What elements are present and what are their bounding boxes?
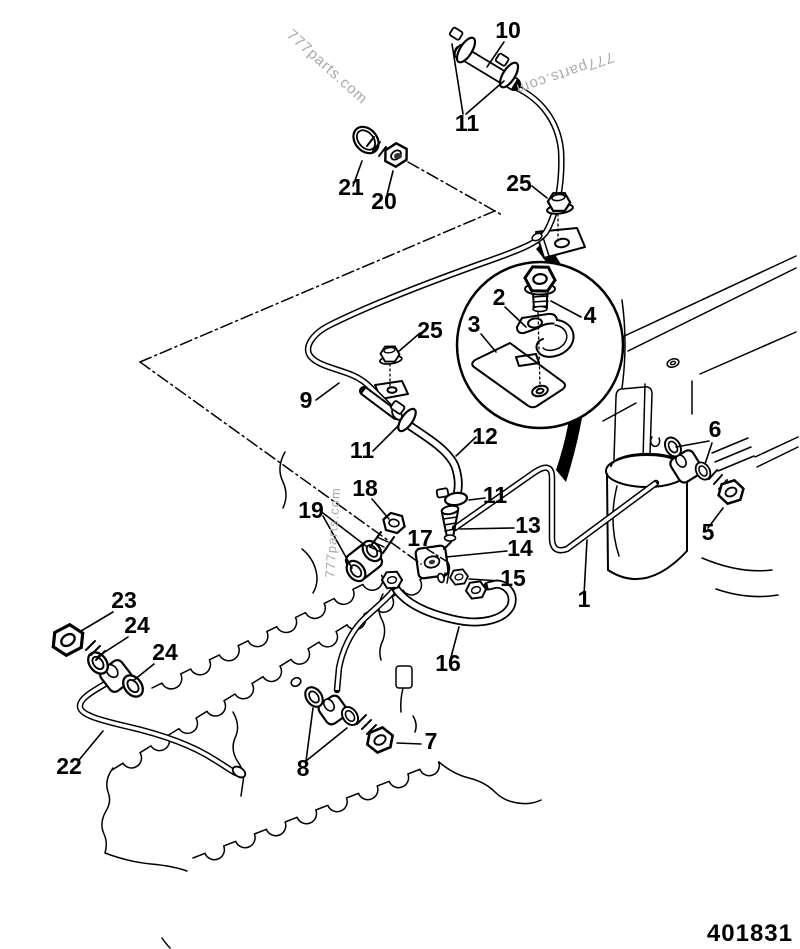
construction-lines <box>139 161 559 565</box>
left-banjo-assembly <box>45 617 149 702</box>
washer-21 <box>352 125 380 155</box>
nipple-13 <box>440 504 460 542</box>
banjo-bolt-5 <box>708 469 749 509</box>
pipe-tee-to-banjo <box>333 582 401 694</box>
callout-17: 17 <box>407 525 433 551</box>
callout-numbers: 10 11 21 20 25 25 9 2 3 4 12 11 11 18 19… <box>56 17 721 781</box>
callout-11-mid-right: 11 <box>483 482 508 508</box>
callout-14: 14 <box>507 535 533 561</box>
callout-18: 18 <box>352 475 378 501</box>
nut-25-mid <box>376 343 404 367</box>
callout-1: 1 <box>578 586 591 612</box>
callout-11-mid-left: 11 <box>350 437 375 463</box>
leader-17 <box>426 548 447 562</box>
centerline-connector-20 <box>407 161 503 216</box>
callout-19: 19 <box>298 497 324 523</box>
pipe-1 <box>451 464 660 554</box>
centerline-upper <box>139 209 498 363</box>
pipe-9 <box>304 84 565 421</box>
callout-9: 9 <box>300 387 313 413</box>
callout-23: 23 <box>111 587 137 613</box>
callout-12: 12 <box>472 423 498 449</box>
watermark-center-vertical: 777parts.com <box>322 487 343 579</box>
callout-25-top: 25 <box>506 170 532 196</box>
callout-2: 2 <box>493 284 506 310</box>
clamp-2 <box>516 312 575 358</box>
hose-clamp-11-mid <box>390 400 417 433</box>
banjo-bolt-7 <box>356 714 399 758</box>
connector-20 <box>366 136 414 172</box>
pipe-brackets <box>374 227 586 400</box>
callout-24-upper: 24 <box>124 612 150 638</box>
hose-16-nut <box>463 578 489 602</box>
callout-24-lower: 24 <box>152 639 178 665</box>
pipe-22 <box>76 676 247 779</box>
callout-22: 22 <box>56 753 82 779</box>
bolt-4 <box>522 263 558 313</box>
inset-centerline <box>537 311 541 387</box>
callout-8: 8 <box>297 755 310 781</box>
callout-3: 3 <box>468 311 481 337</box>
hose-16 <box>391 579 517 627</box>
callout-15: 15 <box>500 565 526 591</box>
callout-20: 20 <box>371 188 397 214</box>
callout-5: 5 <box>702 519 715 545</box>
callout-7: 7 <box>425 728 438 754</box>
nut-25-top <box>543 189 575 217</box>
callout-13: 13 <box>515 512 541 538</box>
callout-25-mid: 25 <box>417 317 443 343</box>
plug-15 <box>437 566 471 588</box>
hose-clamp-11-lower <box>435 487 469 507</box>
figure-part-number: 401831 <box>707 920 793 947</box>
centerline-lower <box>139 361 422 565</box>
lower-banjo-assembly <box>290 676 399 758</box>
fittings <box>45 26 749 758</box>
elbow-14 <box>414 541 452 580</box>
hose-clamp-11-top-left <box>448 26 477 64</box>
callout-4: 4 <box>584 302 597 328</box>
watermark-top-right-flipped: 777parts.com <box>513 48 616 98</box>
tee-assembly <box>341 510 408 592</box>
inset-detail-circle <box>455 260 625 430</box>
engine-frame-right <box>539 230 799 598</box>
leader-lines <box>78 41 724 762</box>
callout-11-top: 11 <box>455 110 480 136</box>
callout-21: 21 <box>338 174 364 200</box>
callout-6: 6 <box>709 416 722 442</box>
engine-block-outline <box>101 451 542 949</box>
watermark-top-left: 777parts.com <box>283 26 371 107</box>
callout-10: 10 <box>495 17 521 43</box>
callout-16: 16 <box>435 650 461 676</box>
filter-banjo-assembly <box>660 433 749 509</box>
